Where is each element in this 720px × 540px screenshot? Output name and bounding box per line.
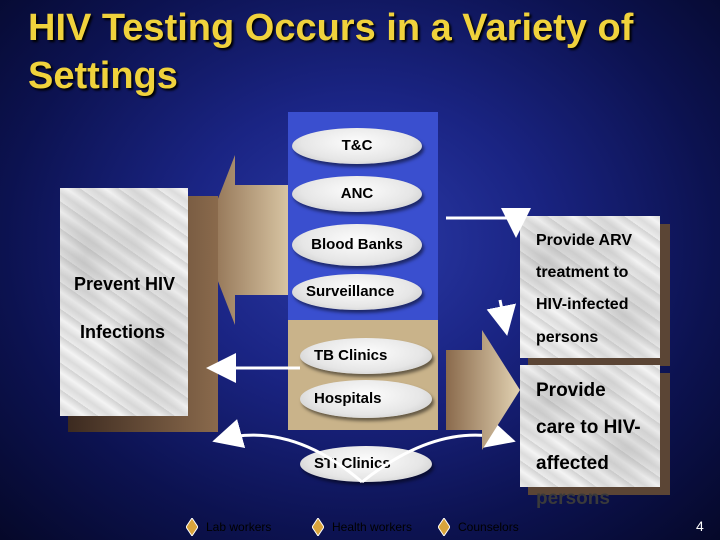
legend-item-lab: Lab workers bbox=[186, 518, 271, 536]
arrow-curve-left bbox=[212, 419, 363, 484]
page-number: 4 bbox=[696, 518, 704, 534]
left-box bbox=[60, 188, 188, 416]
right-box-1 bbox=[520, 216, 660, 358]
right-box-1-line4: persons bbox=[536, 329, 599, 346]
legend-label-lab: Lab workers bbox=[206, 520, 272, 534]
legend-label-counselors: Counselors bbox=[458, 520, 519, 534]
slide-title: HIV Testing Occurs in a Variety of Setti… bbox=[28, 7, 634, 97]
right-box-1-line1: Provide ARV bbox=[536, 232, 633, 249]
setting-tb-clinics: TB Clinics bbox=[300, 338, 432, 374]
diamond-icon bbox=[186, 518, 198, 536]
big-right-arrow bbox=[446, 330, 520, 450]
diamond-icon bbox=[312, 518, 324, 536]
setting-anc: ANC bbox=[292, 176, 422, 212]
right-box-1-line2: treatment to bbox=[536, 264, 629, 281]
right-box-2 bbox=[520, 365, 660, 487]
left-arrow-upper-icon bbox=[202, 155, 290, 325]
arrow-to-arv bbox=[446, 208, 531, 238]
right-box-2-line3: affected bbox=[536, 453, 609, 474]
arrow-curve-right bbox=[361, 418, 516, 484]
setting-blood-banks: Blood Banks bbox=[292, 224, 422, 266]
setting-sti-clinics: STI Clinics bbox=[300, 446, 432, 482]
right-box-2-line2: care to HIV- bbox=[536, 417, 641, 438]
right-box-2-line4: persons bbox=[536, 488, 610, 509]
right-box-1-line3: HIV-infected bbox=[536, 296, 629, 313]
setting-tc: T&C bbox=[292, 128, 422, 164]
right-box-2-line1: Provide bbox=[536, 380, 606, 401]
left-box-line2: Infections bbox=[80, 322, 166, 342]
setting-hospitals: Hospitals bbox=[300, 380, 432, 418]
left-box-line1: Prevent HIV bbox=[74, 274, 176, 294]
legend-item-health: Health workers bbox=[312, 518, 412, 536]
diamond-icon bbox=[438, 518, 450, 536]
arrow-right-down bbox=[486, 299, 517, 336]
legend-label-health: Health workers bbox=[332, 520, 413, 534]
legend-item-counselors: Counselors bbox=[438, 518, 519, 536]
setting-surveillance: Surveillance bbox=[292, 274, 422, 310]
